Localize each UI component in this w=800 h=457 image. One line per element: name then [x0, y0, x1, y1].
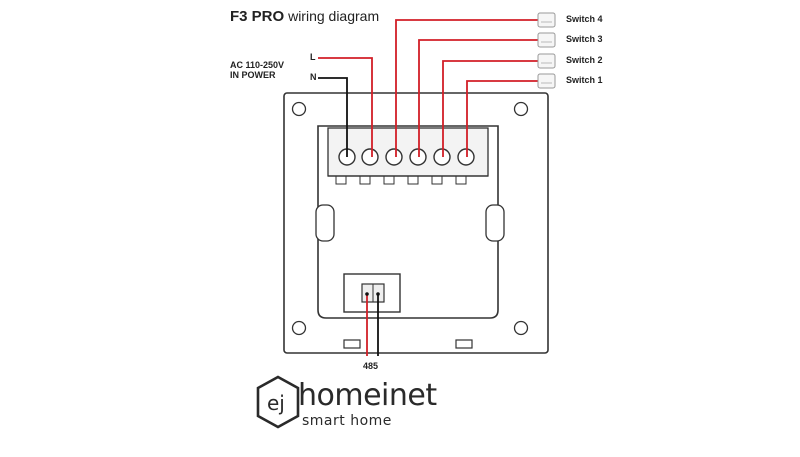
- diagram-title: F3 PRO wiring diagram: [230, 8, 379, 25]
- bottom-tab: [343, 339, 361, 349]
- power-voltage: AC 110-250V: [230, 60, 285, 70]
- wire-neutral: [318, 77, 348, 157]
- side-slot-left: [315, 204, 335, 242]
- title-prefix: F3 PRO: [230, 8, 285, 25]
- monogram-text: ej: [267, 391, 285, 415]
- title-suffix: wiring diagram: [288, 8, 380, 24]
- rs485-label: 485: [363, 361, 379, 371]
- wire-switch-1: [466, 80, 538, 157]
- wire-switch-3: [418, 39, 538, 157]
- power-in: IN POWER: [230, 70, 276, 80]
- live-label: L: [310, 52, 316, 62]
- side-slot-right: [485, 204, 505, 242]
- switch-4-label: Switch 4: [566, 14, 603, 24]
- switch-2-label: Switch 2: [566, 55, 603, 65]
- hexagon-logo-icon: ej: [256, 375, 300, 429]
- mount-hole: [513, 101, 529, 117]
- mount-hole: [513, 320, 529, 336]
- wire-live: [318, 57, 373, 157]
- mount-hole: [291, 320, 307, 336]
- wire-switch-2: [442, 60, 538, 157]
- terminal-screws: [338, 148, 475, 166]
- mount-hole: [291, 101, 307, 117]
- terminal-teeth: [335, 175, 467, 185]
- switch-1-label: Switch 1: [566, 75, 603, 85]
- switch-icon: [537, 12, 556, 89]
- neutral-label: N: [310, 72, 317, 82]
- bottom-tab: [455, 339, 473, 349]
- brand-name: homeinet: [298, 378, 437, 413]
- brand-logo: ej homeinet smart home: [254, 372, 454, 434]
- power-label: AC 110-250V IN POWER: [230, 60, 284, 80]
- switch-3-label: Switch 3: [566, 34, 603, 44]
- wire-switch-4: [395, 19, 538, 157]
- brand-tagline: smart home: [302, 413, 392, 429]
